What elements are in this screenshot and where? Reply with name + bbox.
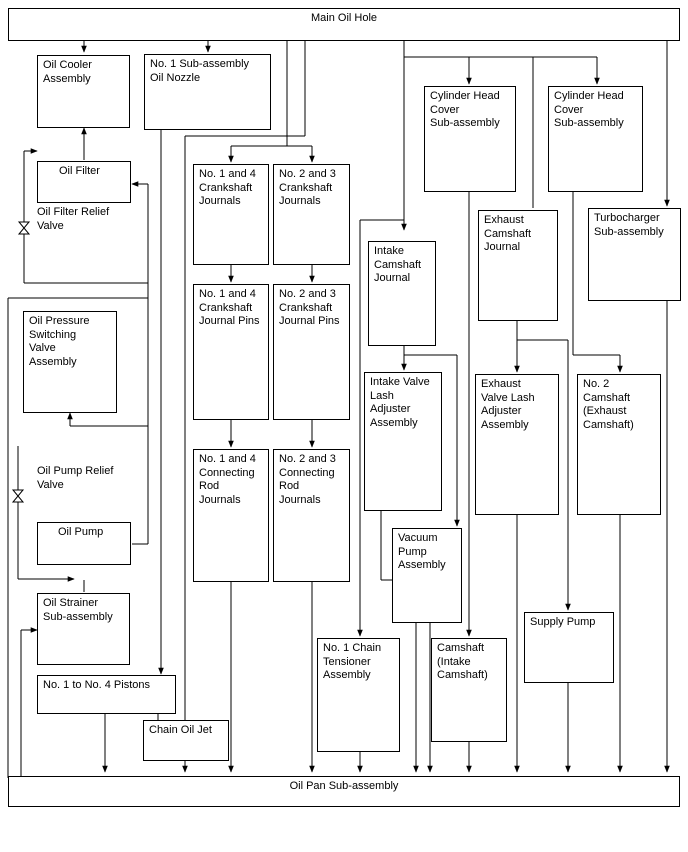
oil-pump-relief-valve-icon: [11, 489, 25, 503]
oil-filter-relief-valve-icon: [17, 221, 31, 235]
oil-pan-box: Oil Pan Sub-assembly: [8, 776, 680, 807]
oil-filter-relief-valve-label: Oil Filter Relief Valve: [37, 206, 110, 232]
crankshaft-journal-pins-14-box: No. 1 and 4 Crankshaft Journal Pins: [193, 284, 269, 420]
cylinder-head-cover-1-box: Cylinder Head Cover Sub-assembly: [424, 86, 516, 192]
turbocharger-box: Turbocharger Sub-assembly: [588, 208, 681, 301]
exhaust-camshaft-box: No. 2 Camshaft (Exhaust Camshaft): [577, 374, 661, 515]
oil-cooler-box: Oil Cooler Assembly: [37, 55, 130, 128]
crankshaft-journal-pins-23-box: No. 2 and 3 Crankshaft Journal Pins: [273, 284, 350, 420]
connecting-rod-journals-14-box: No. 1 and 4 Connecting Rod Journals: [193, 449, 269, 582]
chain-tensioner-box: No. 1 Chain Tensioner Assembly: [317, 638, 400, 752]
oil-pump-relief-valve-label: Oil Pump Relief Valve: [37, 465, 114, 491]
oil-strainer-box: Oil Strainer Sub-assembly: [37, 593, 130, 665]
oil-nozzle-box: No. 1 Sub-assembly Oil Nozzle: [144, 54, 271, 130]
exhaust-camshaft-journal-box: Exhaust Camshaft Journal: [478, 210, 558, 321]
oil-filter-box: Oil Filter: [37, 161, 131, 203]
camshaft-intake-box: Camshaft (Intake Camshaft): [431, 638, 507, 742]
oil-pump-box: Oil Pump: [37, 522, 131, 565]
oil-pressure-switching-valve-box: Oil Pressure Switching Valve Assembly: [23, 311, 117, 413]
crankshaft-journals-23-box: No. 2 and 3 Crankshaft Journals: [273, 164, 350, 265]
crankshaft-journals-14-box: No. 1 and 4 Crankshaft Journals: [193, 164, 269, 265]
main-oil-hole-box: Main Oil Hole: [8, 8, 680, 41]
intake-valve-lash-adjuster-box: Intake Valve Lash Adjuster Assembly: [364, 372, 442, 511]
connecting-rod-journals-23-box: No. 2 and 3 Connecting Rod Journals: [273, 449, 350, 582]
intake-camshaft-journal-box: Intake Camshaft Journal: [368, 241, 436, 346]
cylinder-head-cover-2-box: Cylinder Head Cover Sub-assembly: [548, 86, 643, 192]
vacuum-pump-box: Vacuum Pump Assembly: [392, 528, 462, 623]
pistons-box: No. 1 to No. 4 Pistons: [37, 675, 176, 714]
exhaust-valve-lash-adjuster-box: Exhaust Valve Lash Adjuster Assembly: [475, 374, 559, 515]
supply-pump-box: Supply Pump: [524, 612, 614, 683]
chain-oil-jet-box: Chain Oil Jet: [143, 720, 229, 761]
